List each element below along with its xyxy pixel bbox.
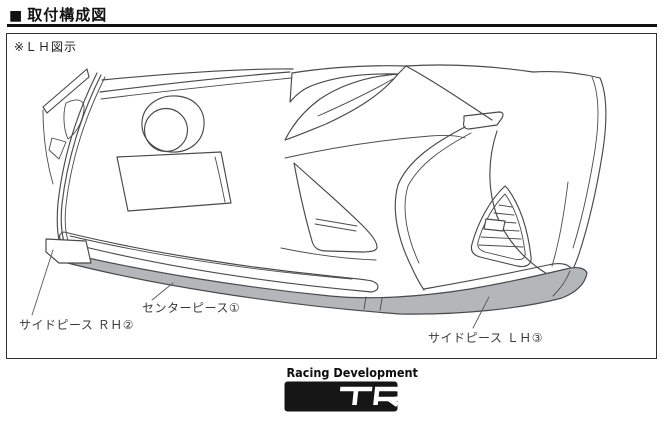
lh-illustration-note: ※ＬＨ図示 <box>14 40 78 54</box>
title-square-bullet-icon: ■ <box>9 8 24 24</box>
title-rule <box>7 24 657 27</box>
page-title-text: 取付構成図 <box>27 6 108 24</box>
label-side-piece-lh: サイドピース ＬＨ③ <box>428 331 543 345</box>
trd-logo-tagline: Racing Development <box>286 366 418 380</box>
label-center-piece: センターピース① <box>142 301 241 315</box>
label-side-piece-rh: サイドピース ＲＨ② <box>19 318 134 332</box>
trd-logo-letters <box>284 381 435 412</box>
trd-logo: Racing Development <box>283 366 435 416</box>
page-title: ■取付構成図 <box>9 4 107 25</box>
trd-logo-mark <box>283 381 435 416</box>
diagram-frame <box>6 33 657 359</box>
